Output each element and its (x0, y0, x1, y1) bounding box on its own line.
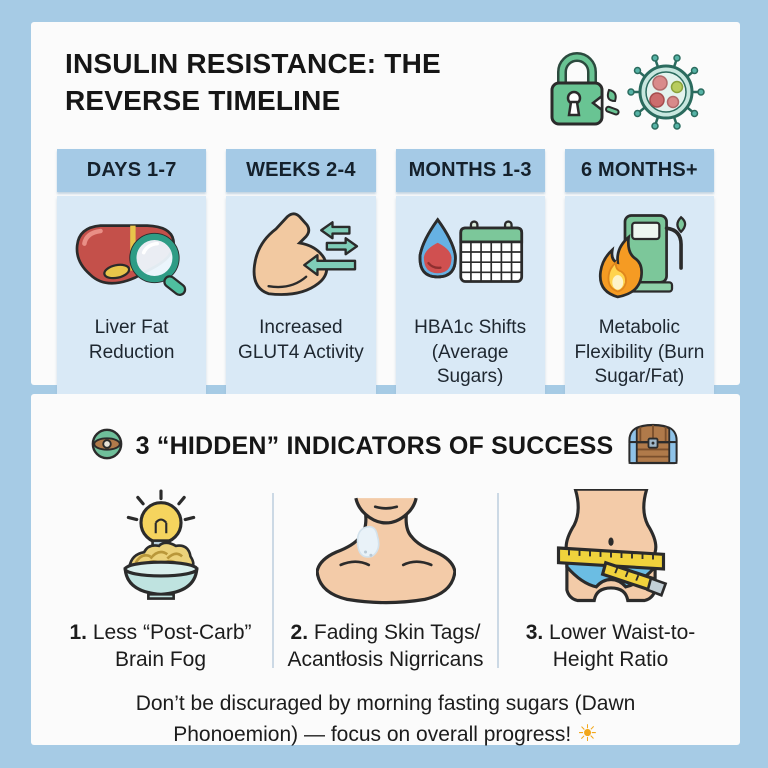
indicators-card: 3 “HIDDEN” INDICATORS OF SUCCESS (31, 394, 740, 746)
timeline-column-header: WEEKS 2-4 (226, 149, 376, 192)
timeline-column-sixmonths: 6 MONTHS+ Met (564, 149, 714, 394)
indicator-caption: 2. Fading Skin Tags/ Acantłosis Nigrrica… (287, 621, 484, 672)
timeline-column-days: DAYS 1-7 Live (57, 149, 207, 394)
timeline-column-months: MONTHS 1-3 (395, 149, 545, 394)
timeline-column-header: DAYS 1-7 (57, 149, 207, 192)
lightbulb-noodle-bowl-icon (97, 487, 225, 607)
indicator-number: 1. (69, 621, 87, 644)
treasure-chest-icon (625, 420, 681, 473)
timeline-header-row: INSULIN RESISTANCE: THE REVERSE TIMELINE (31, 22, 740, 141)
timeline-column-weeks: WEEKS 2-4 Increased GL (226, 149, 376, 394)
indicators-title: 3 “HIDDEN” INDICATORS OF SUCCESS (135, 432, 614, 460)
liver-magnifier-icon (70, 206, 194, 310)
blood-drop-calendar-icon (410, 206, 530, 310)
fuel-pump-flame-icon (587, 206, 691, 310)
indicator-number: 2. (290, 621, 309, 644)
indicator-items: 1. Less “Post-Carb” Brain Fog (31, 487, 740, 674)
indicator-item-brain-fog: 1. Less “Post-Carb” Brain Fog (49, 487, 272, 674)
page-title: INSULIN RESISTANCE: THE REVERSE TIMELINE (65, 48, 441, 116)
sun-icon: ☀ (577, 719, 598, 746)
timeline-caption: Liver Fat Reduction (88, 317, 175, 363)
timeline-caption: Increased GLUT4 Activity (238, 317, 364, 363)
divider (497, 493, 499, 668)
timeline-caption: HBA1c Shifts (Average Sugars) (414, 317, 527, 388)
footnote: Don’t be discuraged by morning fasting s… (135, 691, 636, 746)
indicators-title-row: 3 “HIDDEN” INDICATORS OF SUCCESS (31, 420, 740, 473)
timeline-caption: Metabolic Flexibility (Burn Sugar/Fat) (574, 317, 705, 388)
timeline-columns: DAYS 1-7 Live (31, 149, 740, 394)
divider (272, 493, 274, 668)
cell-receptor-icon (626, 52, 706, 137)
indicator-caption: 1. Less “Post-Carb” Brain Fog (69, 621, 252, 672)
indicator-item-waist-ratio: 3. Lower Waist-to-Height Ratio (499, 487, 722, 674)
neck-shoulders-icon (315, 487, 456, 607)
indicator-caption: 3. Lower Waist-to-Height Ratio (525, 621, 696, 672)
broken-padlock-icon (548, 52, 622, 133)
coin-icon (90, 427, 124, 466)
waist-measuring-tape-icon (548, 487, 674, 607)
timeline-column-header: MONTHS 1-3 (395, 149, 545, 192)
indicator-item-skin-tags: 2. Fading Skin Tags/ Acantłosis Nigrrica… (274, 487, 497, 674)
indicator-number: 3. (525, 621, 544, 644)
timeline-card: INSULIN RESISTANCE: THE REVERSE TIMELINE (31, 22, 740, 394)
corner-icons (548, 46, 706, 137)
timeline-column-header: 6 MONTHS+ (564, 149, 714, 192)
bicep-glucose-arrows-icon (242, 206, 360, 310)
